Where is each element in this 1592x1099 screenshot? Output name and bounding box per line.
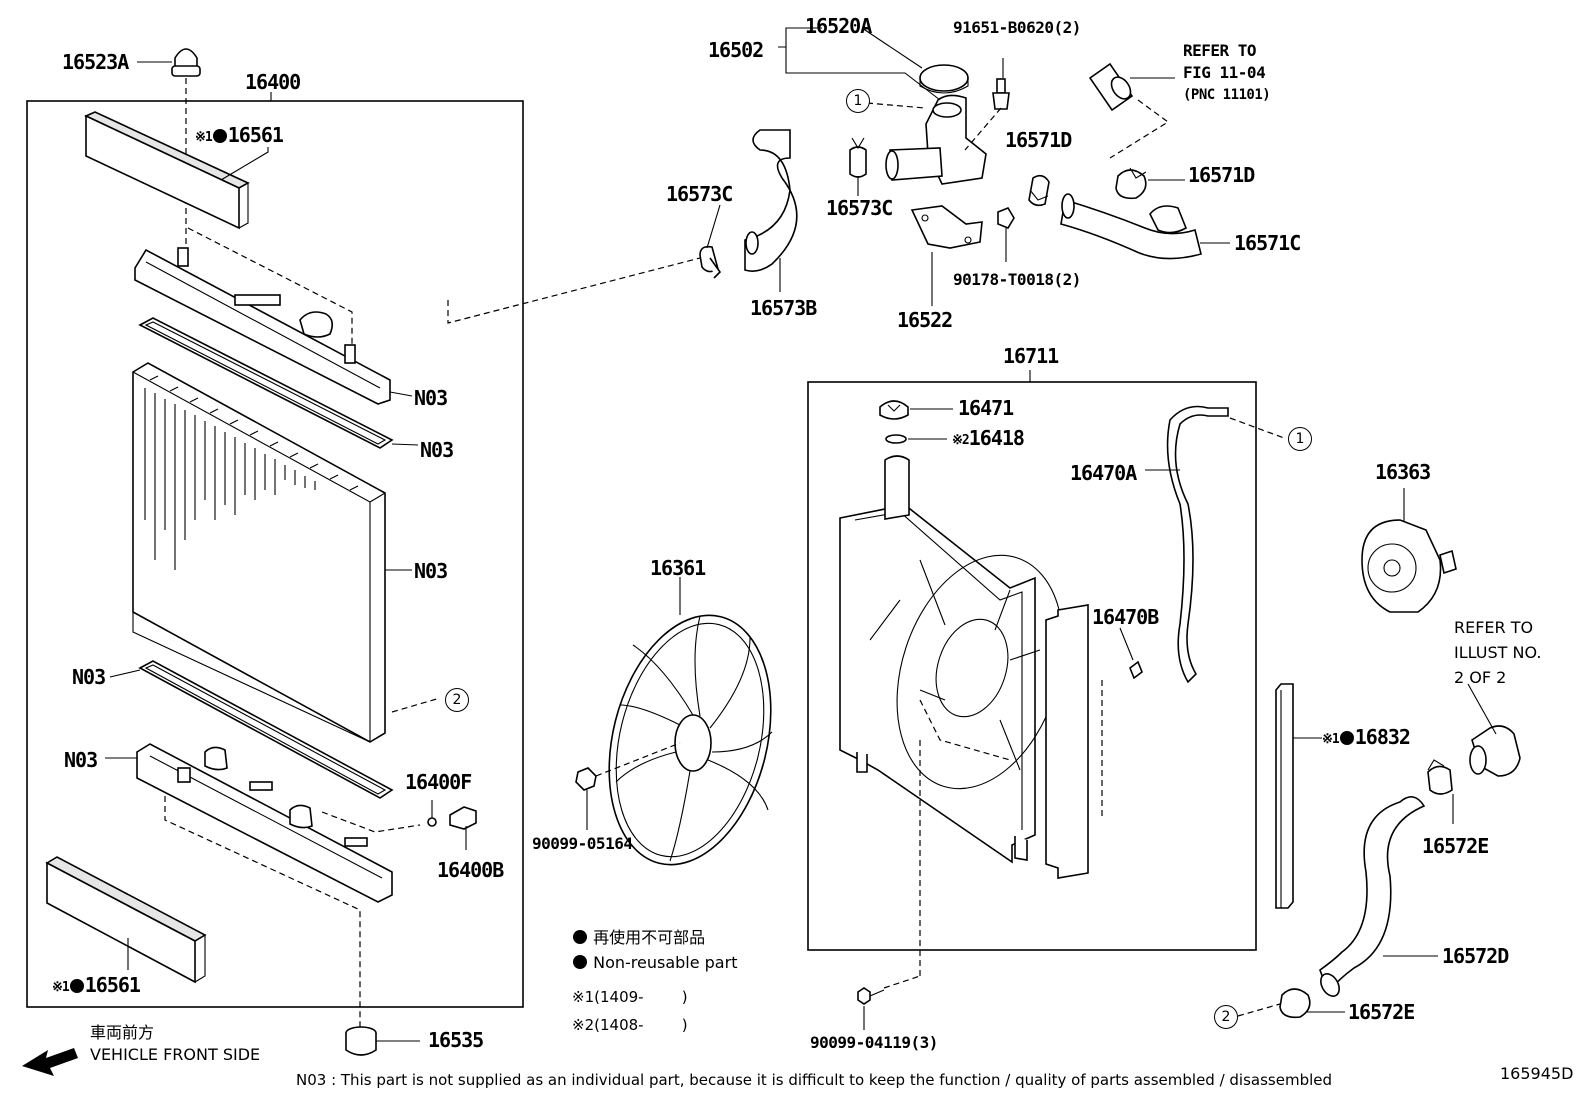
mount-cushion-16535 <box>345 1026 420 1056</box>
part-label-n03-lower-gasket[interactable]: N03 <box>72 665 106 689</box>
refer-fig-line3: (PNC 11101) <box>1183 87 1271 103</box>
ref-circle-1[interactable]: 1 <box>846 89 870 113</box>
part-label-16400F[interactable]: 16400F <box>405 770 472 794</box>
direction-arrow-icon <box>22 1048 78 1076</box>
ref-circle-1-b[interactable]: 1 <box>1288 427 1312 451</box>
radiator-cap-16523A <box>137 48 201 250</box>
part-label-16711[interactable]: 16711 <box>1003 344 1059 368</box>
radiator-assembly-box <box>26 100 524 1008</box>
part-label-16361[interactable]: 16361 <box>650 556 706 580</box>
shroud-16711 <box>839 455 1089 879</box>
mark1-ref: ※1 <box>195 130 213 145</box>
fan-16361 <box>575 577 773 866</box>
part-label-90099-04119[interactable]: 90099-04119(3) <box>810 1033 938 1052</box>
overflow-hose-16470A <box>1101 405 1285 818</box>
non-reusable-dot-icon <box>212 129 227 143</box>
upper-gasket <box>138 317 419 449</box>
part-label-n03-core[interactable]: N03 <box>414 559 448 583</box>
ref-circle-2[interactable]: 2 <box>445 688 469 712</box>
part-label-16418[interactable]: ※216418 <box>952 426 1025 450</box>
bracket-16522 <box>910 205 1015 306</box>
part-label-16400B[interactable]: 16400B <box>437 858 504 882</box>
seal-16832 <box>1275 683 1322 909</box>
part-label-16520A[interactable]: 16520A <box>805 14 872 38</box>
part-label-16573C-mid[interactable]: 16573C <box>826 196 893 220</box>
part-label-91651-B0620[interactable]: 91651-B0620(2) <box>953 18 1081 37</box>
seal-16561-bottom <box>45 856 207 984</box>
direction-label-en: VEHICLE FRONT SIDE <box>90 1045 261 1064</box>
legend-nonreusable-jp: 再使用不可部品 <box>572 930 705 946</box>
part-label-16522[interactable]: 16522 <box>897 308 953 332</box>
part-label-16572D[interactable]: 16572D <box>1442 944 1509 968</box>
figure-id: 165945D <box>1500 1064 1574 1083</box>
part-label-16400[interactable]: 16400 <box>245 70 301 94</box>
non-reusable-dot-icon <box>69 979 84 993</box>
refer-fig-line1: REFER TO <box>1183 41 1257 60</box>
part-label-16571C[interactable]: 16571C <box>1234 231 1301 255</box>
mark2-ref: ※2 <box>952 433 970 448</box>
radiator-core <box>132 362 441 743</box>
direction-label-jp: 車両前方 <box>90 1023 155 1042</box>
hose-16571C <box>1028 62 1230 260</box>
legend-nonreusable-en: Non-reusable part <box>572 955 737 971</box>
part-label-16572E-b[interactable]: 16572E <box>1348 1000 1415 1024</box>
ref-circle-2-b[interactable]: 2 <box>1214 1005 1238 1029</box>
lower-gasket <box>109 660 394 799</box>
filler-neck-group <box>778 27 1010 185</box>
part-label-n03-upper-gasket[interactable]: N03 <box>420 438 454 462</box>
part-label-16363[interactable]: 16363 <box>1375 460 1431 484</box>
part-label-16573B[interactable]: 16573B <box>750 296 817 320</box>
refer-illust-line2: ILLUST NO. <box>1454 643 1542 662</box>
radiator-core-fins <box>144 375 359 570</box>
mark1-ref: ※1 <box>52 980 70 995</box>
part-label-n03-lower-tank[interactable]: N03 <box>64 748 98 772</box>
part-label-90099-05164[interactable]: 90099-05164 <box>532 834 633 853</box>
legend-mark1: ※1(1409- ) <box>572 988 688 1006</box>
part-label-16471[interactable]: 16471 <box>958 396 1014 420</box>
lower-tank <box>105 743 421 1030</box>
reservoir-cap-16471 <box>879 400 953 444</box>
fan-shroud-assembly-box <box>807 381 1257 951</box>
part-label-16571D-a[interactable]: 16571D <box>1005 128 1072 152</box>
n03-footnote: N03 : This part is not supplied as an in… <box>296 1071 1333 1089</box>
mark1-ref: ※1 <box>1322 732 1340 747</box>
drain-plug-parts <box>427 800 477 850</box>
seal-16561-top <box>84 111 269 230</box>
refer-illust-line3: 2 OF 2 <box>1454 668 1507 687</box>
part-label-16502[interactable]: 16502 <box>708 38 764 62</box>
part-label-n03-upper-tank[interactable]: N03 <box>414 386 448 410</box>
refer-illust-line1: REFER TO <box>1454 618 1534 637</box>
hose-16572D <box>1237 683 1521 1019</box>
part-label-16470B[interactable]: 16470B <box>1092 605 1159 629</box>
part-label-16535[interactable]: 16535 <box>428 1028 484 1052</box>
non-reusable-dot-icon <box>573 930 587 944</box>
part-label-16571D-b[interactable]: 16571D <box>1188 163 1255 187</box>
part-label-16573C-left[interactable]: 16573C <box>666 182 733 206</box>
legend-mark2: ※2(1408- ) <box>572 1016 688 1034</box>
hose-16573B <box>699 129 867 292</box>
part-label-16470A[interactable]: 16470A <box>1070 461 1137 485</box>
non-reusable-dot-icon <box>1339 731 1354 745</box>
bolt-90099-04119 <box>857 740 921 1030</box>
fan-motor-16363 <box>1361 488 1457 613</box>
refer-fig-line2: FIG 11-04 <box>1183 63 1266 82</box>
non-reusable-dot-icon <box>573 955 587 969</box>
part-label-16523A[interactable]: 16523A <box>62 50 129 74</box>
part-label-90178-T0018[interactable]: 90178-T0018(2) <box>953 270 1081 289</box>
upper-tank <box>134 227 701 405</box>
part-label-16572E-a[interactable]: 16572E <box>1422 834 1489 858</box>
